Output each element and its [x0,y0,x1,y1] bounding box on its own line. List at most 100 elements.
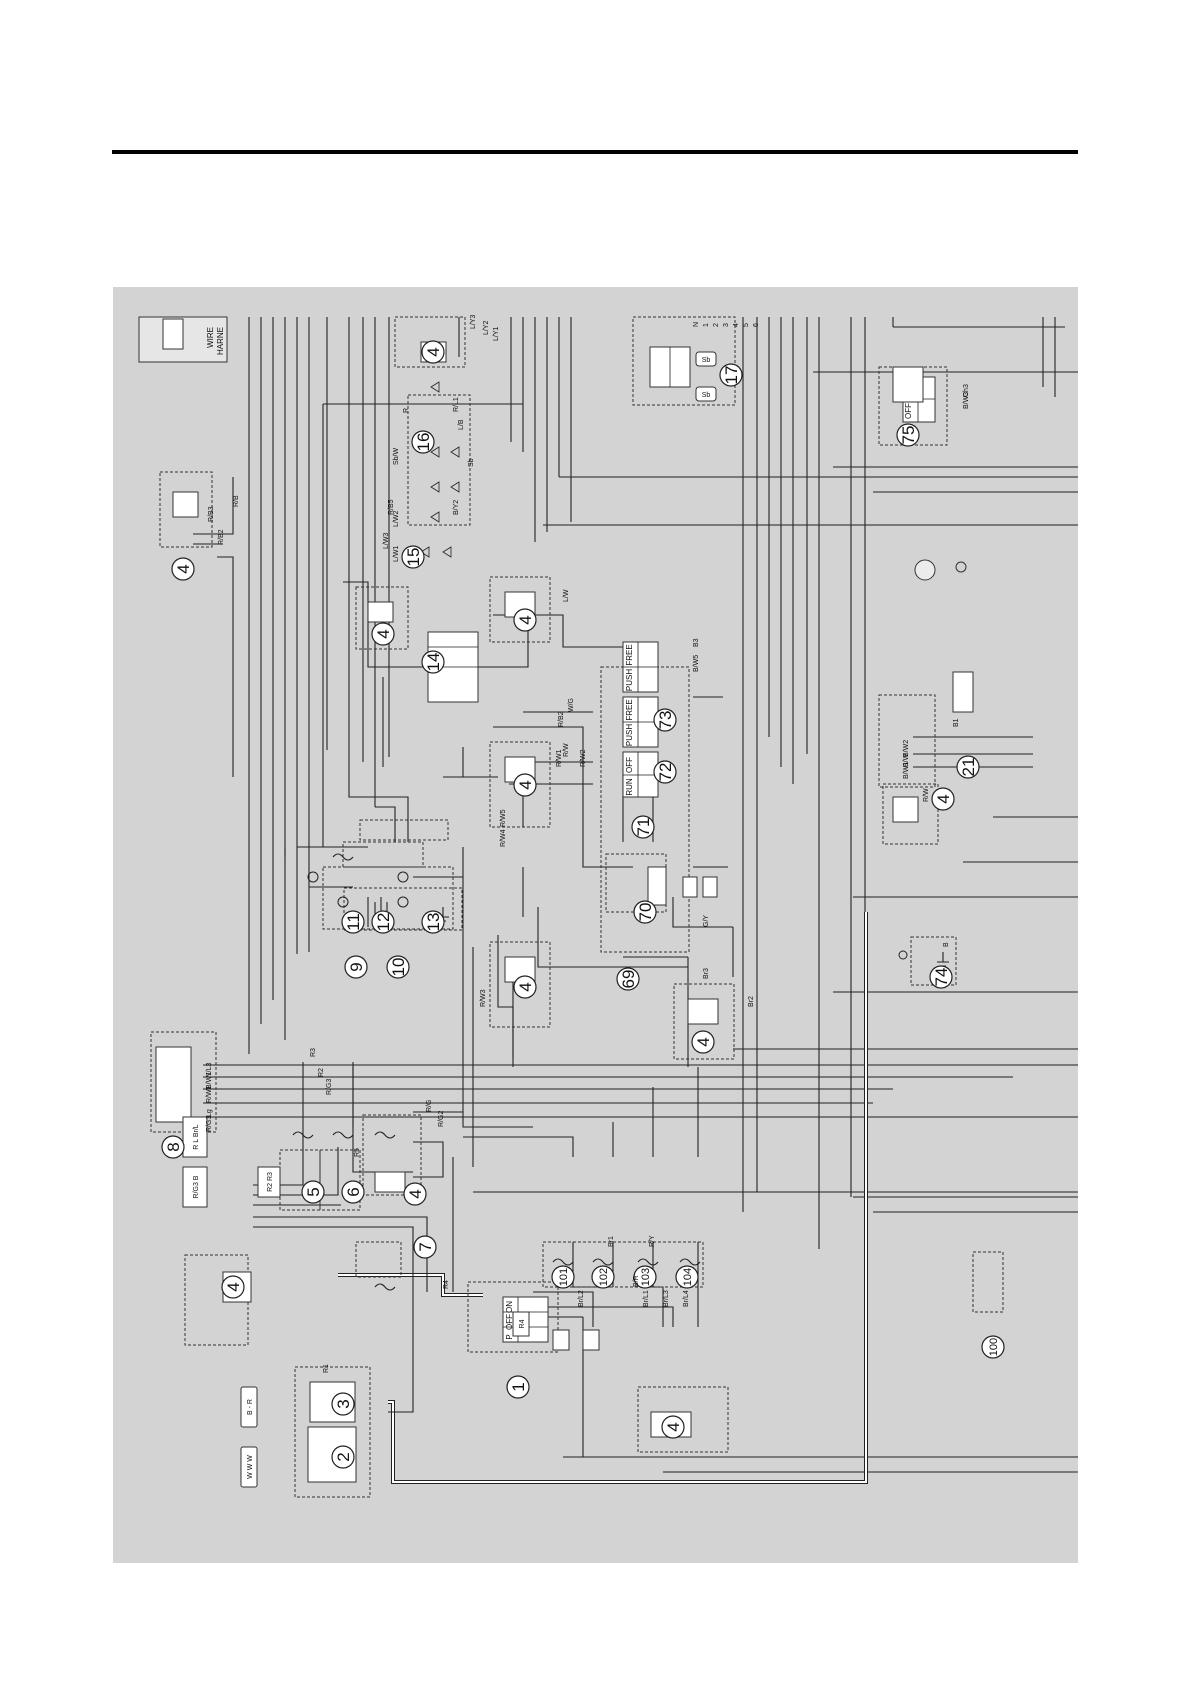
component-number-4: 4 [661,1415,685,1439]
component-number-13: 13 [421,910,445,934]
component-label: 69 [619,970,638,989]
component-number-72: 72 [653,760,677,784]
wire-color-label: R/G3 [206,1116,213,1132]
diode-symbol [442,546,452,558]
component-circle [675,1265,699,1289]
wire-color-label: R/B3 [208,506,215,522]
wire-color-label: B/W5 [693,655,700,672]
component-label: 75 [899,426,918,445]
wire-color-label: R/G [426,1100,433,1112]
component-number-14: 14 [421,650,445,674]
chip-75 [892,366,924,403]
gear-n: N [693,322,700,327]
wire-color-label: B/W1 [206,1072,213,1089]
wire-color-label: L/Y1 [493,326,500,341]
component-label: 9 [347,962,366,971]
component-label: 4 [516,780,535,789]
component-number-103: 103 [633,1265,657,1289]
component-box [489,941,551,1028]
component-label: 3 [334,1399,353,1408]
wire-color-label: R/L1 [453,397,460,412]
start-73-free: FREE [625,644,634,665]
gear-2: 2 [713,323,720,327]
component-box [355,1241,402,1278]
wire-color-label: L/Y2 [483,320,490,335]
component-number-11: 11 [341,910,365,934]
start-73-push: PUSH [625,669,634,691]
component-circle [344,955,368,979]
component-number-9: 9 [344,955,368,979]
component-label: 4 [694,1037,713,1046]
wire-color-label: B/W3 [963,392,970,409]
component-label: 4 [174,564,193,573]
component-circle [653,760,677,784]
component-label: 11 [344,913,363,931]
chip-r2-r3-text: R2 R3 [267,1172,274,1192]
component-circle [691,1030,715,1054]
wire-color-label: R/G2 [438,1111,445,1127]
wire [652,1242,664,1327]
component-circle [513,975,537,999]
wire [462,847,533,1128]
component-number-16: 16 [411,430,435,454]
white-wire-core [338,1274,483,1296]
gear-1: 1 [703,323,710,327]
component-circle [981,1335,1005,1359]
component-label: 70 [636,903,655,922]
chip-70 [682,876,698,898]
component-label: 5 [304,1187,323,1196]
main-switch-p: P [505,1334,514,1339]
component-number-6: 6 [341,1180,365,1204]
component-box [972,1251,1004,1313]
component-boxes [150,316,1004,1498]
fuse-symbol [292,1131,314,1139]
header-rule [112,150,1078,154]
component-number-17: 17 [719,363,743,387]
start-72-free: FREE [625,699,634,720]
component-label: 12 [374,913,393,932]
component-number-4: 4 [221,1275,245,1299]
wire-color-label: R4 [443,1280,450,1289]
component-label: 4 [224,1282,243,1291]
chip-b-r-text: B - R [247,1399,254,1415]
battery-ground [307,559,967,967]
component-circle [221,1275,245,1299]
fuse-symbol [552,1258,574,1266]
wire-color-label: R/Y [649,1235,656,1247]
wire-color-label: B/W [903,753,910,767]
wire-color-label: L/W1 [393,546,400,562]
chip-21 [952,671,974,713]
component-box [632,316,736,406]
wire [537,907,688,968]
connector-chips: B - R W W W R2 R3 R/G3 B R L Br/L R4 Sb … [182,351,974,1488]
component-circle [513,608,537,632]
component-box [342,841,424,868]
wiring-diagram: WIRE HARNE [113,287,1078,1563]
wire-color-label: Br/L4 [683,1290,690,1307]
component-circle [421,910,445,934]
component-circle [956,755,980,779]
diode-symbol [430,381,440,393]
component-box [467,1281,559,1353]
wire-color-label: B/W1 [903,762,910,779]
gear-3: 3 [723,323,730,327]
component-label: 4 [516,982,535,991]
component-number-15: 15 [401,545,425,569]
right-terminal [955,561,967,573]
wire [217,556,234,777]
engine-stop-table [622,751,659,798]
component-label: 16 [414,433,433,452]
component-number-4: 4 [371,622,395,646]
component-circle [421,650,445,674]
component-circle [929,965,953,989]
wire-color-label: L/B [458,419,465,430]
hazard-off: OFF [904,403,913,419]
component-circle [413,1235,437,1259]
harness-label-2: HARNE [216,327,225,355]
chip-sb-1 [695,351,717,367]
wire [672,897,733,928]
component-number-1: 1 [506,1375,530,1399]
chip-sb-2-text: Sb [702,392,711,399]
wire-color-label: R/W1 [206,1085,213,1103]
